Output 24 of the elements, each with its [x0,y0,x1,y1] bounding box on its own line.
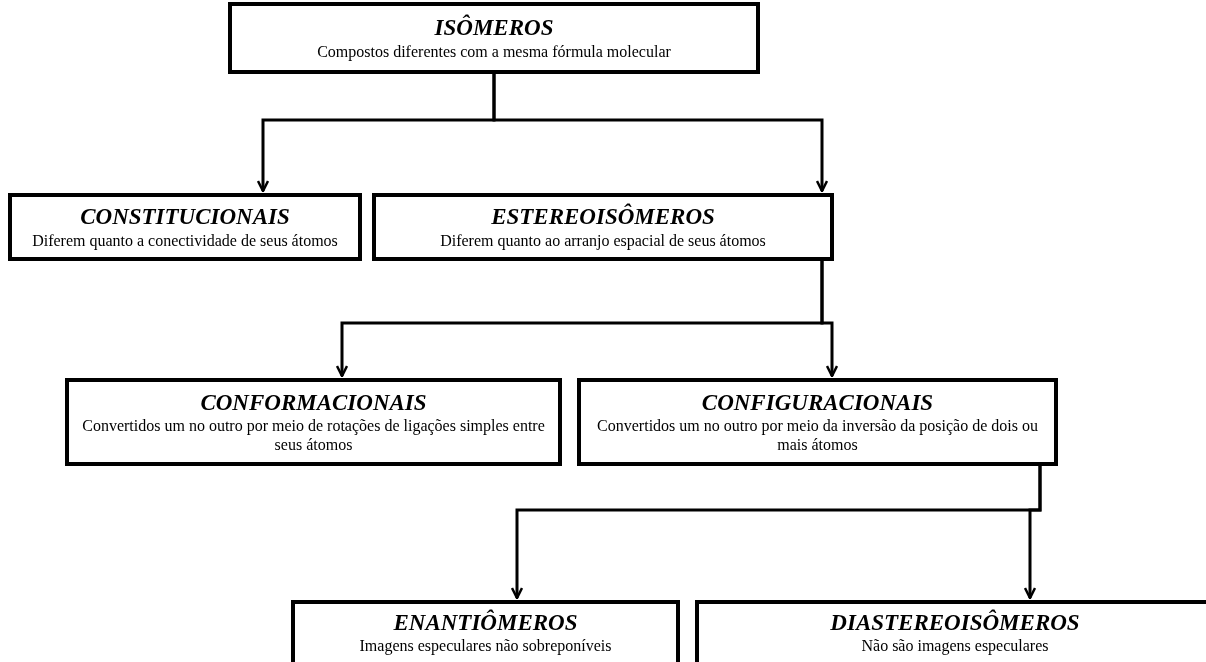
category-title: CONFORMACIONAIS [200,389,427,417]
category-description: Convertidos um no outro por meio de rotações de ligações simples entre seus átomos [81,416,546,455]
arrow [820,261,839,378]
category-box [372,193,834,261]
arrow [492,74,829,193]
category-box [695,600,1206,662]
category-title: ENANTIÔMEROS [393,610,578,637]
category-box [291,600,680,662]
category-title: CONFIGURACIONAIS [701,389,934,417]
category-box [8,193,362,261]
category-description: Não são imagens especulares [861,636,1049,656]
category-description: Convertidos um no outro por meio da inversão da posição de dois ou mais átomos [596,416,1039,455]
category-title: ISÔMEROS [434,15,554,42]
arrow [1023,466,1042,600]
category-description: Compostos diferentes com a mesma fórmula molecular [317,41,671,61]
category-title: DIASTEREOISÔMEROS [830,610,1080,637]
category-box [577,378,1058,466]
category-description: Diferem quanto a conectividade de seus átomos [32,230,338,250]
category-title: ESTEREOISÔMEROS [491,204,715,231]
category-description: Imagens especulares não sobreponíveis [359,636,612,656]
category-box [65,378,562,466]
category-description: Diferem quanto ao arranjo espacial de seus átomos [440,230,766,250]
category-box [228,2,760,74]
category-title: CONSTITUCIONAIS [80,204,290,231]
